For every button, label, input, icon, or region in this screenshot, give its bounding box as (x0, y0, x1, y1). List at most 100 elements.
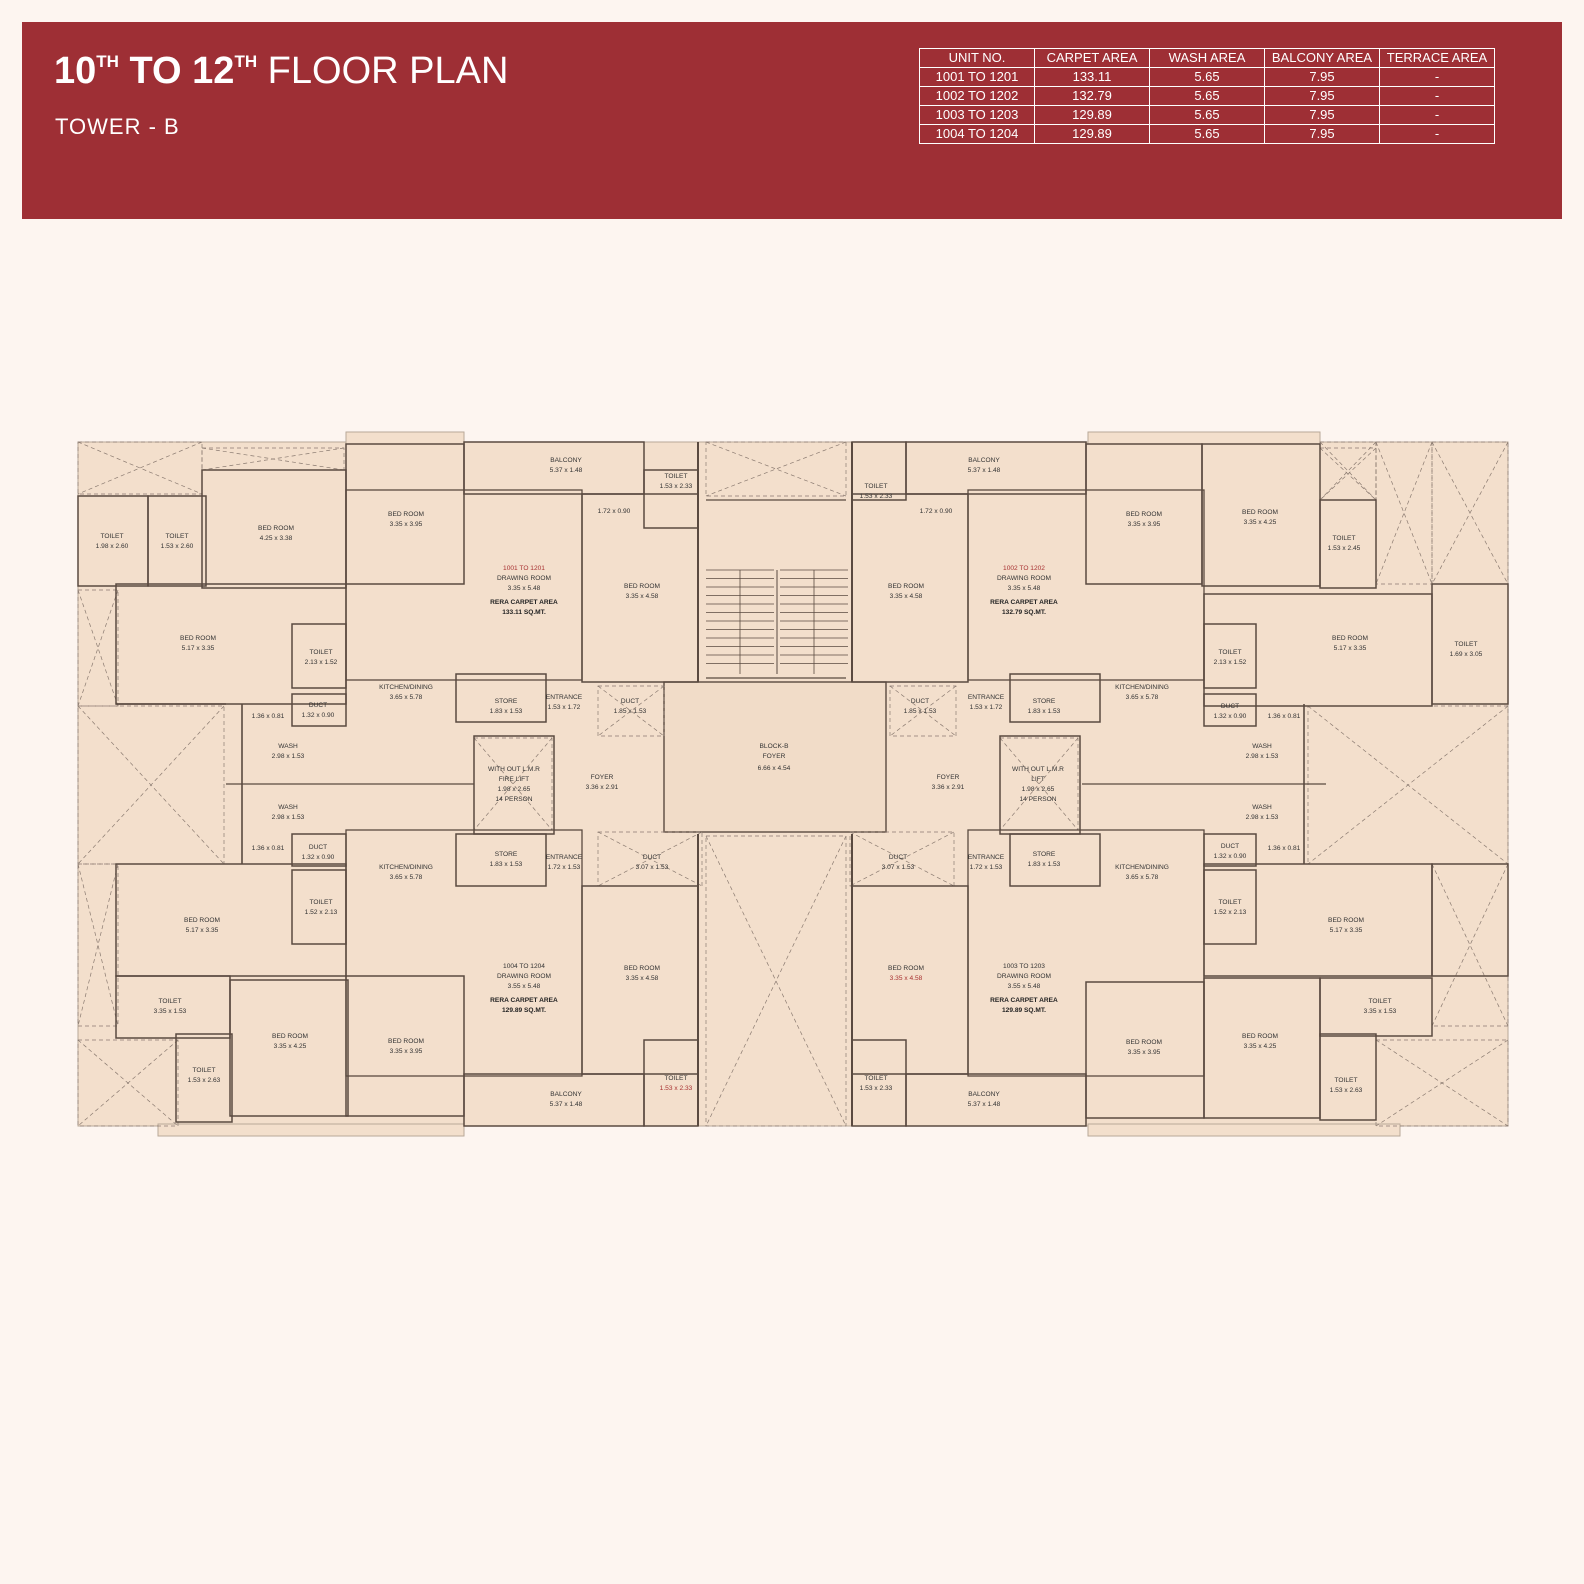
room-label: FOYER (937, 774, 960, 781)
room-label: FOYER (591, 774, 614, 781)
void-box (705, 441, 847, 497)
room-label: 2.13 x 1.52 (1214, 659, 1247, 666)
room-label: 3.65 x 5.78 (390, 874, 423, 881)
room-label: 1.53 x 2.60 (161, 543, 194, 550)
room-label: 3.65 x 5.78 (390, 694, 423, 701)
room-label: KITCHEN/DINING (1115, 864, 1169, 871)
room-label: BED ROOM (888, 583, 924, 590)
room-label: ENTRANCE (546, 854, 583, 861)
room-label: DUCT (1221, 703, 1239, 710)
room-label: 1.98 x 2.60 (96, 543, 129, 550)
table-cell: 7.95 (1264, 105, 1380, 125)
room-label: 1.53 x 2.63 (188, 1077, 221, 1084)
table-cell: 5.65 (1149, 124, 1265, 144)
room-label: 3.55 x 5.48 (508, 983, 541, 990)
void-box (77, 705, 225, 865)
room-wall (1319, 499, 1377, 589)
room-label: 1.53 x 2.33 (860, 1085, 893, 1092)
room-label: 3.35 x 3.95 (390, 521, 423, 528)
table-cell: 1001 TO 1201 (919, 67, 1035, 87)
room-label: 1.83 x 1.53 (490, 861, 523, 868)
room-label: 2.98 x 1.53 (1246, 814, 1279, 821)
room-label: TOILET (1219, 649, 1242, 656)
room-label: TOILET (865, 1075, 888, 1082)
room-wall (1431, 863, 1509, 977)
room-label: 1.53 x 2.63 (1330, 1087, 1363, 1094)
room-wall (147, 495, 207, 587)
room-label: 5.17 x 3.35 (182, 645, 215, 652)
room-label: 1.69 x 3.05 (1450, 651, 1483, 658)
void-diagonal (1375, 441, 1433, 585)
room-label: BALCONY (550, 1091, 582, 1098)
room-label: 1.53 x 2.45 (1328, 545, 1361, 552)
room-label: KITCHEN/DINING (379, 684, 433, 691)
room-label: 5.37 x 1.48 (550, 1101, 583, 1108)
room-label: 1.36 x 0.81 (252, 845, 285, 852)
room-wall (463, 441, 645, 495)
void-diagonal (999, 737, 1079, 831)
room-label: STORE (1033, 851, 1056, 858)
void-diagonal (473, 737, 553, 831)
room-label: 1.52 x 2.13 (1214, 909, 1247, 916)
room-label: WITH OUT L.M.R (488, 766, 540, 773)
void-box (889, 685, 957, 737)
room-label: 3.65 x 5.78 (1126, 874, 1159, 881)
room-label: TOILET (310, 649, 333, 656)
room-label: 1003 TO 1203 (1003, 963, 1045, 970)
room-label: BED ROOM (258, 525, 294, 532)
room-label: 3.07 x 1.53 (636, 864, 669, 871)
room-wall (1431, 583, 1509, 705)
room-label: 14 PERSON (1019, 796, 1056, 803)
room-label: LIFT (1031, 776, 1045, 783)
room-label: ENTRANCE (968, 854, 1005, 861)
void-diagonal (77, 441, 203, 495)
table-cell: - (1379, 124, 1495, 144)
room-label: 1.53 x 1.72 (548, 704, 581, 711)
room-label: 1.53 x 2.33 (660, 483, 693, 490)
void-diagonal (1307, 705, 1509, 865)
area-col-header: WASH AREA (1149, 48, 1265, 68)
room-label: BED ROOM (180, 635, 216, 642)
plan-void-crosses (77, 441, 1509, 1127)
room-label: 3.35 x 4.25 (1244, 519, 1277, 526)
room-label: STORE (495, 698, 518, 705)
table-cell: 129.89 (1034, 124, 1150, 144)
room-wall (455, 673, 547, 723)
room-label: TOILET (1335, 1077, 1358, 1084)
void-box (77, 1039, 179, 1127)
void-diagonal (999, 737, 1079, 831)
void-diagonal (1375, 441, 1433, 585)
room-label: TOILET (159, 998, 182, 1005)
room-label: 3.35 x 3.95 (1128, 521, 1161, 528)
room-label: WITH OUT L.M.R (1012, 766, 1064, 773)
room-label: 1.32 x 0.90 (302, 712, 335, 719)
void-diagonal (201, 447, 345, 471)
room-wall (291, 693, 347, 727)
table-cell: 132.79 (1034, 86, 1150, 106)
room-label: TOILET (865, 483, 888, 490)
room-label: TOILET (193, 1067, 216, 1074)
room-label: ENTRANCE (546, 694, 583, 701)
room-label: 3.07 x 1.53 (882, 864, 915, 871)
top-left-projection (345, 431, 465, 445)
room-label: BED ROOM (624, 965, 660, 972)
room-label: 5.37 x 1.48 (968, 467, 1001, 474)
room-label: 3.35 x 4.58 (626, 975, 659, 982)
room-label: 5.17 x 3.35 (1334, 645, 1367, 652)
room-label: ENTRANCE (968, 694, 1005, 701)
room-wall (345, 829, 583, 1077)
room-label: BED ROOM (1242, 509, 1278, 516)
room-label: 1.32 x 0.90 (1214, 853, 1247, 860)
room-label: BED ROOM (1126, 1039, 1162, 1046)
room-label: 129.89 SQ.MT. (1002, 1007, 1046, 1014)
void-box (597, 685, 665, 737)
room-label: 3.35 x 4.58 (890, 593, 923, 600)
void-diagonal (849, 831, 955, 887)
room-wall (1319, 1033, 1377, 1121)
room-label: BED ROOM (184, 917, 220, 924)
room-label: 1.72 x 0.90 (920, 508, 953, 515)
void-diagonal (1431, 863, 1509, 1027)
room-label: BALCONY (968, 1091, 1000, 1098)
